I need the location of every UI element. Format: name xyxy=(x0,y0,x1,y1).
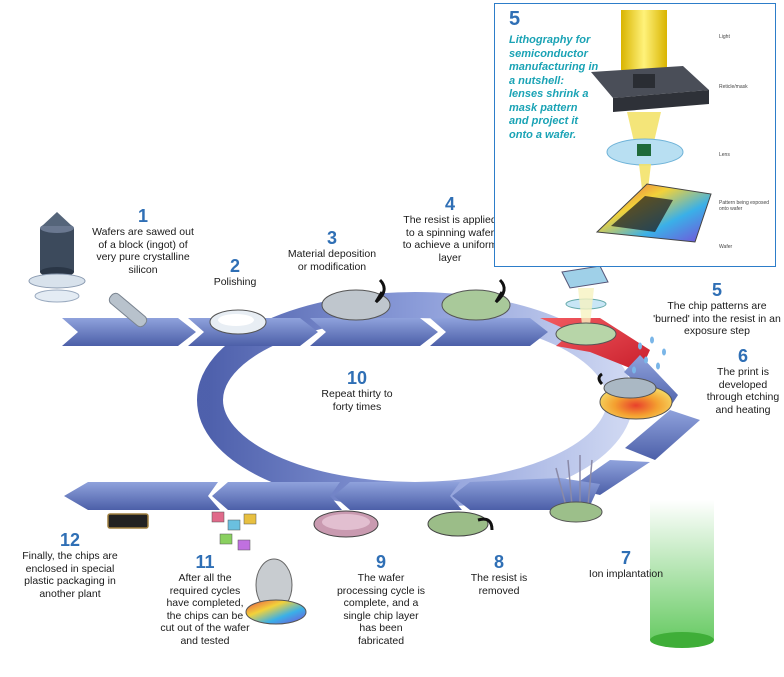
silicon-ingot-illustration xyxy=(28,212,148,328)
bottom-row-arrows xyxy=(64,410,700,510)
lithography-inset: 5 Lithography for semiconductor manufact… xyxy=(494,3,776,267)
inset-label-light: Light xyxy=(719,34,730,40)
lithography-illustration xyxy=(591,10,712,243)
inset-number: 5 xyxy=(509,8,521,30)
resist-wafer-illustration xyxy=(441,278,511,321)
inset-label-wafer: Wafer xyxy=(719,244,733,250)
fabricated-wafer-illustration xyxy=(313,510,379,538)
polished-wafer-illustration xyxy=(209,309,267,335)
deposition-wafer-illustration xyxy=(321,278,391,321)
inset-label-lens: Lens xyxy=(719,152,730,158)
packaged-chip-illustration xyxy=(107,513,149,529)
diced-chips-illustration xyxy=(211,511,307,625)
developed-wafer-illustration xyxy=(597,336,673,420)
inset-label-pattern: Pattern being exposed onto wafer xyxy=(719,200,770,212)
inset-label-mask: Reticle/mask xyxy=(719,84,748,90)
exposure-illustration xyxy=(555,265,617,346)
ion-implantation-illustration xyxy=(549,455,714,648)
inset-caption: Lithography for semiconductor manufactur… xyxy=(509,34,599,141)
resist-removed-wafer-illustration xyxy=(427,511,494,537)
